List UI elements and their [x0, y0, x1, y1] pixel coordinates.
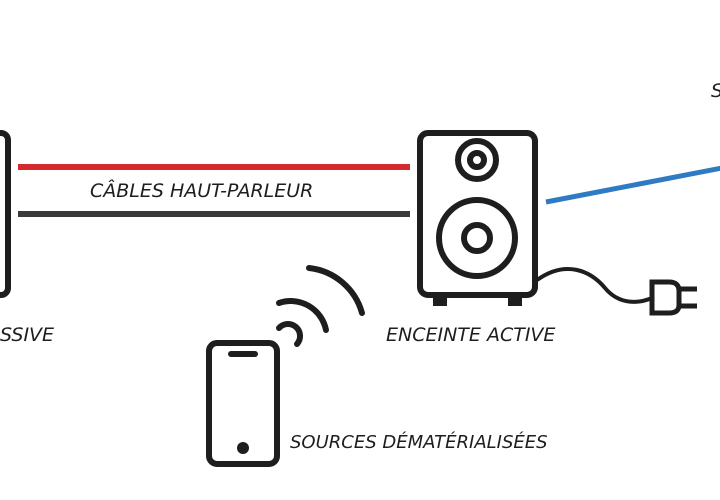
wireless-signal-icon — [276, 265, 365, 347]
active-speaker-icon — [417, 130, 538, 306]
top-right-partial-label: S — [711, 80, 720, 102]
speaker-cables-label: CÂBLES HAUT-PARLEUR — [90, 180, 314, 202]
passive-speaker-icon — [0, 130, 11, 298]
passive-speaker-label: SSIVE — [0, 324, 55, 346]
power-cord — [535, 266, 653, 304]
smartphone-icon — [206, 340, 280, 467]
blue-cable — [545, 165, 720, 205]
active-speaker-label: ENCEINTE ACTIVE — [386, 324, 556, 346]
power-plug-icon — [649, 279, 697, 316]
digital-sources-label: SOURCES DÉMATÉRIALISÉES — [290, 432, 548, 453]
